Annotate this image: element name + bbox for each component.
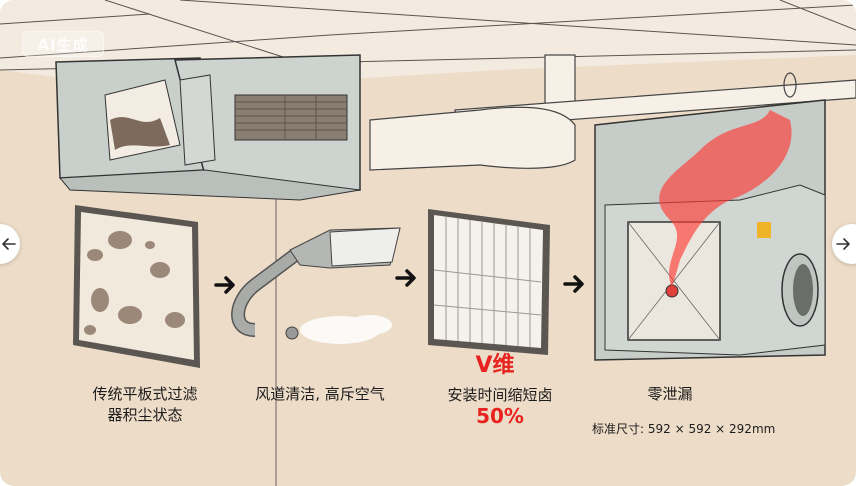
step-1-caption-line-1: 传统平板式过滤 bbox=[92, 385, 198, 403]
v-bank-filter bbox=[428, 209, 550, 355]
step-4-spec: 标准尺寸: 592 × 592 × 292mm bbox=[592, 422, 776, 436]
step-1-caption-line-2: 器积尘状态 bbox=[107, 406, 183, 424]
step-4-caption: 零泄漏 bbox=[647, 385, 693, 403]
step-3-caption: 安装时间缩短卤 bbox=[447, 386, 553, 404]
ceiling-pipes bbox=[369, 54, 856, 171]
step-3-highlight: V维 bbox=[475, 353, 515, 378]
prev-image-button[interactable] bbox=[0, 224, 20, 264]
arrow-left-icon bbox=[2, 238, 16, 250]
step-1-caption: 传统平板式过滤 器积尘状态 bbox=[70, 384, 220, 426]
sealed-filter-housing bbox=[594, 99, 826, 361]
ai-generated-watermark: AI生成 bbox=[22, 31, 104, 57]
arrow-right-icon bbox=[836, 238, 850, 250]
flow-arrow-2 bbox=[395, 269, 416, 287]
dust-spray bbox=[300, 315, 392, 344]
step-3-percent: 50% bbox=[476, 404, 524, 428]
flow-arrow-3 bbox=[563, 275, 584, 293]
dusty-flat-filter bbox=[73, 205, 200, 368]
flow-arrow-1 bbox=[214, 276, 235, 294]
smoke-plume bbox=[659, 110, 792, 288]
vacuum-hose bbox=[231, 227, 401, 344]
step-2-caption: 风道清洁, 高斥空气 bbox=[255, 385, 385, 403]
ceiling-duct-unit bbox=[55, 54, 361, 201]
